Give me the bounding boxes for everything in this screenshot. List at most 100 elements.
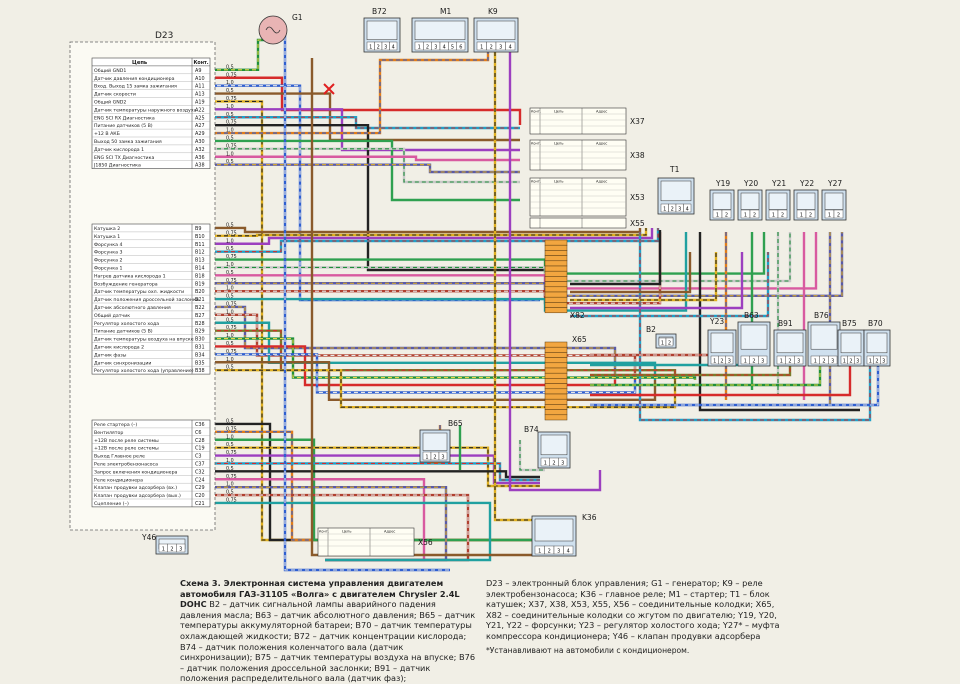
pin-name: Питание датчиков (5 В) [94,329,153,335]
terminal-number: 2 [822,359,825,365]
wire-size-label: 0,5 [226,294,234,300]
pin-name: Датчик синхронизации [94,360,151,366]
terminal-number: 4 [567,549,570,555]
terminal-number: 1 [480,45,483,51]
pin-name: Датчик кислорода 2 [94,345,144,351]
wire-size-label: 0,75 [226,497,237,503]
pin-number: A30 [195,139,205,145]
pin-number: B30 [195,337,205,343]
connector-head-circuit: Цепь [342,530,351,534]
generator-g1: G1 [258,13,303,45]
pin-number: C36 [195,422,205,428]
pin-number: A27 [195,123,205,129]
pin-number: A11 [195,84,205,90]
caption-title: Схема 3. Электронная система управления … [180,578,460,610]
wire-size-label: 0,5 [226,135,234,141]
terminal-number: 3 [856,359,859,365]
terminal-number: 4 [443,45,446,51]
pin-name: Датчик абсолютного давления [94,305,171,311]
pin-number: C6 [195,430,202,436]
terminal-number: 4 [686,207,689,213]
wire-size-label: 1,0 [226,128,234,134]
terminal-number: 1 [162,547,165,553]
pin-name: Реле электробензонасоса [94,462,158,468]
pin-number: C32 [195,469,205,475]
wire-size-label: 0,75 [226,72,237,78]
pin-number: A25 [195,115,205,121]
pin-name: Клапан продувки адсорбера (вых.) [94,493,181,499]
wire-size-label: 1,0 [226,309,234,315]
connector-head-pin: Конт. [319,530,329,534]
pin-name: Регулятор холостого хода [94,321,159,327]
pin-number: B19 [195,281,205,287]
terminal-number: 3 [882,359,885,365]
terminal-number: 2 [377,45,380,51]
component-b63-label: B63 [744,311,759,320]
pin-number: B29 [195,329,205,335]
terminal-number: 1 [661,341,664,347]
table-head-name: Цепь [132,60,148,66]
wire-size-label: 0,75 [226,278,237,284]
terminal-number: 1 [538,549,541,555]
wire-size-label: 0,5 [226,490,234,496]
component-y21-label: Y21 [771,179,786,188]
generator-label: G1 [292,13,303,22]
pin-number: B38 [195,368,205,374]
wire-size-label: 0,5 [226,64,234,70]
terminal-number: 1 [425,455,428,461]
component-k36-label: K36 [582,513,597,522]
wire-size-label: 0,5 [226,466,234,472]
pin-name: Датчик кислорода 1 [94,147,144,153]
wire-size-label: 0,5 [226,418,234,424]
table-head-pin: Конт. [194,60,209,66]
terminal-number: 2 [433,455,436,461]
connector-head-address: Адрес [596,110,607,114]
wire-size-label: 1,0 [226,458,234,464]
connector-x55: X55 [529,217,645,229]
pin-name: Катушка 1 [94,234,120,240]
wire-size-label: 1,0 [226,434,234,440]
wire-size-label: 0,5 [226,442,234,448]
component-y46-label: Y46 [141,533,156,542]
terminal-strip-label: X65 [572,335,587,344]
terminal-number: 3 [831,359,834,365]
terminal-number: 1 [544,461,547,467]
wire-size-label: 0,5 [226,365,234,371]
terminal-number: 2 [671,207,674,213]
pin-name: Общий датчик [94,312,130,319]
pin-name: Датчик давления кондиционера [94,76,175,82]
component-b65-label: B65 [448,419,463,428]
wire-size-label: 0,75 [226,450,237,456]
component-b91-label: B91 [778,319,793,328]
terminal-number: 1 [869,359,872,365]
pin-name: Общий GND1 [94,67,126,74]
terminal-number: 3 [728,359,731,365]
component-m1-label: M1 [440,7,451,16]
pin-number: B22 [195,305,205,311]
pin-name: Выход Главное реле [94,454,145,460]
wire-size-label: 0,5 [226,112,234,118]
terminal-number: 1 [663,207,666,213]
wire-size-label: 1,0 [226,238,234,244]
terminal-number: 3 [179,547,182,553]
connector-head-address: Адрес [596,180,607,184]
pin-name: Питание датчиков (5 В) [94,123,153,129]
terminal-number: 2 [752,359,755,365]
terminal-number: 2 [548,549,551,555]
pin-number: A36 [195,155,205,161]
terminal-strip-label: X82 [570,311,585,320]
terminal-number: 3 [561,461,564,467]
wire-size-label: 1,0 [226,357,234,363]
pin-number: B10 [195,234,205,240]
